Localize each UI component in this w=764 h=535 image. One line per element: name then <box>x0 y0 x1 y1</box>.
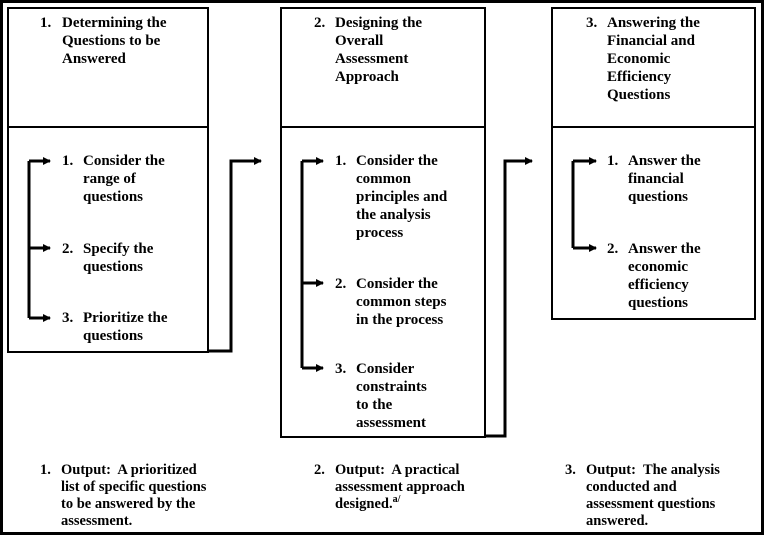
step-3-divider <box>553 126 754 128</box>
step-1-item-1-text: Consider the range of questions <box>83 153 165 205</box>
step-2-item-1-text: Consider the common principles and the a… <box>356 153 448 241</box>
step-3-box <box>551 7 756 320</box>
output-2-block: Output: A practical assessment approach … <box>335 462 465 513</box>
step-3-item-1-text: Answer the financial questions <box>628 153 701 205</box>
step-2-item-3-number: 3. <box>335 361 347 377</box>
step-3-item-2-number: 2. <box>607 241 619 257</box>
output-1-text: Output: A prioritized list of specific q… <box>61 462 207 529</box>
output-3-number: 3. <box>565 462 576 478</box>
output-3-text: Output: The analysis conducted and asses… <box>586 462 720 529</box>
step-1-item-2-number: 2. <box>62 241 74 257</box>
connector-1-to-2 <box>209 157 262 353</box>
step-1-divider <box>9 126 207 128</box>
output-1-number: 1. <box>40 462 51 478</box>
step-1-item-3-text: Prioritize the questions <box>83 310 168 344</box>
connector-2-to-3 <box>486 157 533 438</box>
step-1-number: 1. <box>40 15 52 31</box>
step-2-item-2-number: 2. <box>335 276 347 292</box>
step-2-title: Designing the Overall Assessment Approac… <box>335 15 423 85</box>
step-1-box <box>7 7 209 353</box>
step-2-box <box>280 7 486 438</box>
step-2-number: 2. <box>314 15 326 31</box>
step-2-item-2-text: Consider the common steps in the process <box>356 276 447 328</box>
step-3-number: 3. <box>586 15 598 31</box>
step-3-item-2-text: Answer the economic efficiency questions <box>628 241 701 311</box>
output-2-number: 2. <box>314 462 325 478</box>
step-1-item-3-number: 3. <box>62 310 74 326</box>
step-1-item-2-text: Specify the questions <box>83 241 154 275</box>
step-3-title: Answering the Financial and Economic Eff… <box>607 15 700 103</box>
step-2-item-3-text: Consider constraints to the assessment <box>356 361 427 431</box>
step-3-item-1-number: 1. <box>607 153 619 169</box>
step-2-item-1-number: 1. <box>335 153 347 169</box>
step-1-item-1-number: 1. <box>62 153 74 169</box>
output-2-text: Output: A practical assessment approach … <box>335 462 465 512</box>
step-1-title: Determining the Questions to be Answered <box>62 15 167 67</box>
step-2-divider <box>282 126 484 128</box>
output-2-footnote: a/ <box>392 494 401 506</box>
